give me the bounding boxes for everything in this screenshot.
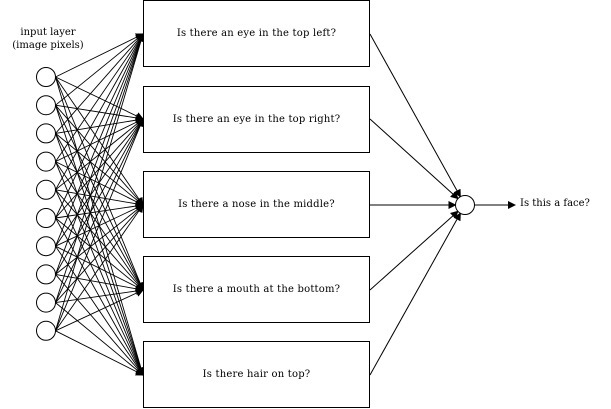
input-edge	[55, 289, 144, 332]
input-node	[36, 236, 56, 257]
input-edge	[55, 33, 145, 247]
input-layer-label: input layer (image pixels)	[0, 26, 96, 52]
input-layer-label-line2: (image pixels)	[12, 40, 84, 51]
output-node	[455, 195, 475, 215]
input-edge	[55, 33, 145, 303]
input-edge	[55, 287, 144, 304]
input-edge	[55, 118, 144, 275]
question-box-mouth-bottom: Is there a mouth at the bottom?	[143, 256, 370, 323]
question-box-hair-top: Is there hair on top?	[143, 341, 370, 408]
input-edge	[55, 33, 144, 134]
question-to-output-edge	[369, 210, 459, 291]
input-node	[36, 67, 56, 87]
input-edge	[55, 33, 144, 191]
input-node	[36, 95, 56, 116]
input-edge	[55, 204, 144, 332]
input-edge	[55, 33, 144, 162]
output-label: Is this a face?	[520, 198, 590, 209]
input-edge	[55, 33, 144, 106]
question-text: Is there a nose in the middle?	[178, 199, 335, 210]
question-text: Is there an eye in the top left?	[176, 28, 337, 39]
input-edge	[55, 33, 144, 78]
question-box-eye-top-left: Is there an eye in the top left?	[143, 0, 370, 67]
question-text: Is there a mouth at the bottom?	[172, 284, 341, 295]
input-layer-label-line1: input layer	[20, 27, 76, 38]
input-node	[36, 179, 56, 200]
input-edge	[55, 33, 145, 331]
input-edge	[55, 274, 144, 376]
input-node	[36, 264, 56, 285]
question-to-output-edge	[369, 212, 461, 376]
input-edges	[55, 33, 145, 376]
input-edge	[55, 33, 144, 219]
question-text: Is there hair on top?	[202, 369, 311, 380]
question-text: Is there an eye in the top right?	[172, 114, 341, 125]
question-box-eye-top-right: Is there an eye in the top right?	[143, 86, 370, 153]
input-edge	[55, 330, 144, 376]
output-edges	[369, 33, 461, 376]
input-node	[36, 320, 56, 341]
input-node	[36, 208, 56, 228]
input-edge	[55, 204, 144, 303]
input-edge	[55, 302, 144, 376]
input-edge	[55, 118, 144, 303]
input-edge	[55, 204, 144, 275]
input-node	[36, 151, 56, 172]
question-to-output-edge	[369, 118, 459, 200]
input-edge	[55, 118, 145, 331]
input-nodes	[36, 67, 56, 341]
input-node	[36, 123, 56, 144]
question-box-nose-middle: Is there a nose in the middle?	[143, 171, 370, 238]
input-edge	[55, 273, 144, 293]
question-to-output-edge	[369, 33, 461, 198]
input-edge	[55, 33, 145, 275]
input-node	[36, 292, 56, 313]
